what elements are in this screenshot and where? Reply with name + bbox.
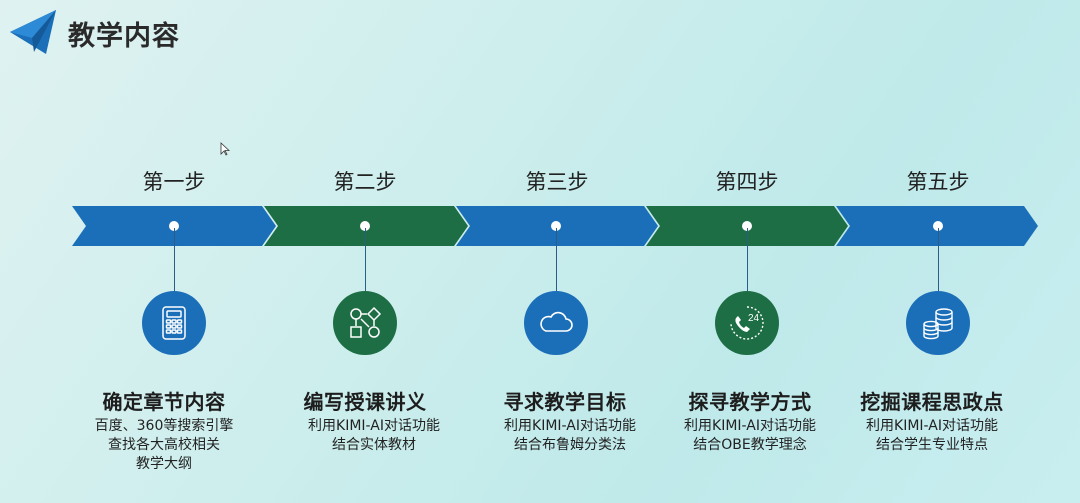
desc-line: 教学大纲 (136, 456, 192, 472)
chevron-step-2 (264, 206, 468, 246)
step-label-5: 第五步 (906, 170, 970, 194)
step-heading-2: 编写授课讲义 (303, 390, 427, 414)
icon-circle-2 (333, 291, 397, 355)
page-title: 教学内容 (68, 21, 180, 52)
step-desc-3: 利用KIMI-AI对话功能 结合布鲁姆分类法 (470, 417, 670, 455)
connector-line-2 (365, 228, 366, 294)
svg-text:24: 24 (748, 313, 760, 324)
desc-line: 查找各大高校相关 (108, 437, 220, 453)
desc-line: 利用KIMI-AI对话功能 (684, 418, 816, 434)
chevron-step-3 (456, 206, 658, 246)
step-desc-1: 百度、360等搜索引擎 查找各大高校相关 教学大纲 (64, 417, 264, 474)
chevron-step-1 (72, 206, 276, 246)
step-desc-2: 利用KIMI-AI对话功能 结合实体教材 (274, 417, 474, 455)
desc-line: 利用KIMI-AI对话功能 (866, 418, 998, 434)
desc-line: 百度、360等搜索引擎 (94, 418, 234, 434)
step-desc-4: 利用KIMI-AI对话功能 结合OBE教学理念 (650, 417, 850, 455)
step-heading-4: 探寻教学方式 (688, 390, 812, 414)
desc-line: 结合实体教材 (332, 437, 416, 453)
desc-line: 结合学生专业特点 (876, 437, 988, 453)
step-label-1: 第一步 (142, 170, 206, 194)
icon-circle-3 (524, 291, 588, 355)
connector-line-5 (938, 228, 939, 294)
step-label-3: 第三步 (525, 170, 589, 194)
desc-line: 利用KIMI-AI对话功能 (504, 418, 636, 434)
coin-stack-icon (923, 308, 953, 340)
flowchart-shapes-icon (350, 306, 382, 338)
connector-line-3 (556, 228, 557, 294)
icon-circle-1 (142, 291, 206, 355)
connector-line-4 (747, 228, 748, 294)
chevron-step-5 (836, 206, 1038, 246)
icon-circle-4: 24 (715, 291, 779, 355)
connector-line-1 (174, 228, 175, 294)
mouse-cursor-icon (220, 142, 230, 156)
timeline-arrows (72, 206, 1038, 246)
step-heading-5: 挖掘课程思政点 (860, 390, 1004, 414)
icon-circle-5 (906, 291, 970, 355)
step-heading-1: 确定章节内容 (102, 390, 226, 414)
cloud-icon (540, 311, 573, 332)
step-label-4: 第四步 (715, 170, 779, 194)
step-desc-5: 利用KIMI-AI对话功能 结合学生专业特点 (832, 417, 1032, 455)
calculator-icon (162, 306, 186, 340)
step-heading-3: 寻求教学目标 (503, 390, 627, 414)
desc-line: 结合OBE教学理念 (693, 437, 807, 453)
desc-line: 结合布鲁姆分类法 (514, 437, 626, 453)
desc-line: 利用KIMI-AI对话功能 (308, 418, 440, 434)
paper-plane-icon (10, 10, 56, 54)
chevron-step-4 (646, 206, 848, 246)
phone-24-icon: 24 (730, 306, 764, 340)
step-label-2: 第二步 (333, 170, 397, 194)
